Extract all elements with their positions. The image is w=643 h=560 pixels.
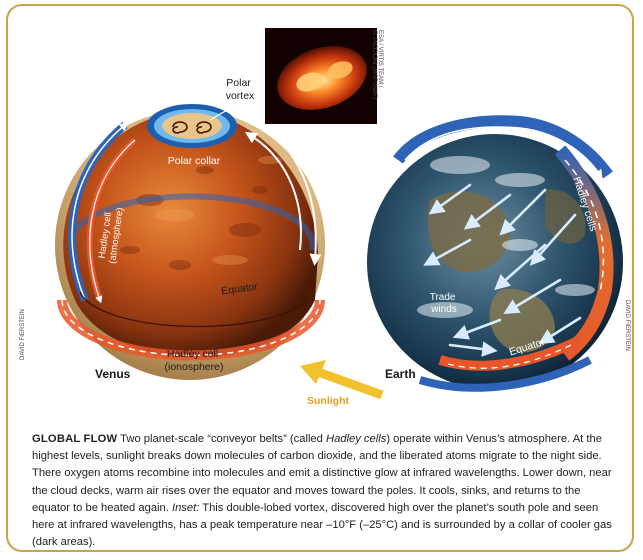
polar-vortex-label: Polar vortex <box>226 77 255 102</box>
polar-collar <box>147 104 237 148</box>
caption-text-3: This double-lobed vortex, discovered hig… <box>32 501 612 549</box>
polar-vortex-leader <box>209 91 259 121</box>
hadley-ionosphere-label: Hadley cell (ionosphere) <box>165 348 224 373</box>
trade-winds-label: Trade winds <box>430 292 459 315</box>
caption-text-2: ) operate within Venus’s atmosphere. At … <box>32 433 612 514</box>
sunlight-label: Sunlight <box>307 395 349 407</box>
vortex-inset-image <box>265 28 377 124</box>
venus-label: Venus <box>95 367 131 381</box>
right-credit: DAVID FIERSTEIN <box>624 300 630 351</box>
venus-shell-flows <box>244 117 322 266</box>
caption-text-1: Two planet-scale “conveyor belts” (calle… <box>117 433 326 445</box>
caption-hadley-term: Hadley cells <box>326 433 387 445</box>
venus-globe <box>55 110 325 380</box>
polar-vortex-swirl <box>172 121 212 134</box>
venus-equator-line <box>79 291 309 328</box>
inset-credit-line-2: G. PICCIONI (IASF-INAF) <box>371 30 377 100</box>
earth-label: Earth <box>385 367 416 381</box>
inset-credit-line-1: ESA / VIRTIS TEAM / <box>377 30 383 88</box>
caption-inset-label: Inset: <box>171 501 200 514</box>
earth-upper-flow-band <box>393 115 613 179</box>
venus-equator-label: Equator <box>221 280 260 297</box>
polar-collar-label: Polar collar <box>168 155 221 167</box>
inset-credit: ESA / VIRTIS TEAM / G. PICCIONI (IASF-IN… <box>371 30 383 99</box>
sunlight-arrow <box>300 360 384 400</box>
earth-globe <box>367 134 623 390</box>
global-flow-diagram: Polar vortex Polar collar Hadley cell (a… <box>55 28 623 407</box>
venus-hadley-atmosphere-flow <box>68 121 137 304</box>
left-credit: DAVID FIERSTEIN <box>20 309 26 360</box>
figure-caption: GLOBAL FLOW Two planet-scale “conveyor b… <box>32 431 620 551</box>
earth-equator-band <box>418 335 592 392</box>
caption-heading: GLOBAL FLOW <box>32 433 118 445</box>
earth-hadley-band <box>554 145 614 361</box>
earth-wind-arrows <box>423 183 582 357</box>
